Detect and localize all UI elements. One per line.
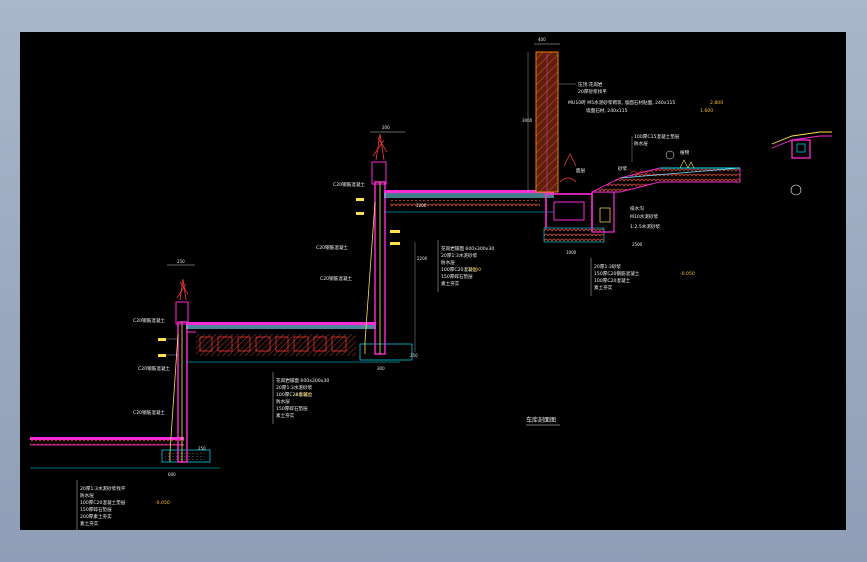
cad-model-viewport[interactable]: 150 250 600 C20钢筋混凝土 C20钢筋混凝土 C20钢筋混凝土 2… <box>20 32 846 530</box>
detail-marker <box>790 184 802 196</box>
dim-lower-footing: 250 <box>198 446 206 451</box>
section-drawing: 150 250 600 C20钢筋混凝土 C20钢筋混凝土 C20钢筋混凝土 2… <box>30 37 832 530</box>
svg-text:花岗岩铺面 600x300x30: 花岗岩铺面 600x300x30 <box>441 245 494 252</box>
svg-text:100厚C20混凝土: 100厚C20混凝土 <box>594 277 631 284</box>
upper-paving <box>384 190 554 193</box>
dim-middle-wall-height: 2200 <box>417 256 428 261</box>
note-middle-left-top: C20钢筋混凝土 <box>333 181 365 188</box>
edge-detail <box>771 131 832 196</box>
svg-text:素土夯实: 素土夯实 <box>441 280 460 287</box>
svg-text:150厚碎石垫层: 150厚碎石垫层 <box>80 506 112 513</box>
note-lower-left-bot: C20钢筋混凝土 <box>133 409 165 416</box>
svg-text:20厚1:3水泥砂浆: 20厚1:3水泥砂浆 <box>276 384 313 391</box>
svg-text:素土夯实: 素土夯实 <box>80 520 99 527</box>
drawing-title: 车库剖面图 <box>526 416 556 424</box>
svg-text:200厚素土夯实: 200厚素土夯实 <box>80 513 112 520</box>
upper-gravel-base <box>390 200 540 208</box>
dim-drain-step: 2500 <box>632 242 643 247</box>
upper-stack-notes: 20厚1:3砂浆 150厚C20钢筋混凝土 100厚C20混凝土 素土夯实 -0… <box>594 263 695 291</box>
svg-text:100厚C20混凝土: 100厚C20混凝土 <box>276 391 313 398</box>
dim-upper-gap: 1200 <box>416 203 427 208</box>
svg-text:1.600: 1.600 <box>700 108 713 114</box>
note-lower-left-top: C20钢筋混凝土 <box>133 317 165 324</box>
lower-level-section: 150 250 600 C20钢筋混凝土 C20钢筋混凝土 C20钢筋混凝土 2… <box>30 259 220 530</box>
note-lower-left-mid: C20钢筋混凝土 <box>138 365 170 372</box>
right-notes: 100厚C15混凝土垫层 防水层 面层 砂浆 排水沟 M10水泥砂浆 1:2.5… <box>576 133 680 230</box>
svg-text:防水层: 防水层 <box>80 492 94 499</box>
svg-text:±0.000: ±0.000 <box>295 392 312 398</box>
dim-lower-top: 150 <box>177 259 185 264</box>
dim-brick-wall-width: 400 <box>538 37 546 42</box>
lower-retaining-wall <box>177 321 188 463</box>
brick-wall-notes: 压顶:花岗岩 20厚砂浆找平 MU10砖 M5水泥砂浆砌筑, 墙面石材贴面, 2… <box>558 81 723 114</box>
svg-text:20厚1:3水泥砂浆: 20厚1:3水泥砂浆 <box>441 252 478 259</box>
middle-paving <box>186 322 376 325</box>
lower-gravel-base <box>30 440 184 445</box>
note-middle-left-bot: C20钢筋混凝土 <box>320 275 352 282</box>
dim-lower-base: 600 <box>168 472 176 477</box>
svg-text:20厚1:3砂浆: 20厚1:3砂浆 <box>594 263 621 270</box>
lower-paving <box>30 437 184 440</box>
svg-text:M10水泥砂浆: M10水泥砂浆 <box>630 213 659 220</box>
svg-text:100厚C20混凝土垫层: 100厚C20混凝土垫层 <box>80 499 126 506</box>
svg-text:100厚C15混凝土垫层: 100厚C15混凝土垫层 <box>634 133 680 140</box>
middle-level-section: 200 300 350 2200 C20钢筋混凝土 C20钢筋混凝土 C20钢筋… <box>186 125 428 424</box>
svg-text:150厚C20钢筋混凝土: 150厚C20钢筋混凝土 <box>594 270 640 277</box>
upper-level-section: 400 3000 压顶:花岗岩 20厚砂浆找平 MU10砖 M5水泥砂浆砌筑, … <box>384 37 741 296</box>
svg-text:面层: 面层 <box>576 168 586 174</box>
svg-text:排水沟: 排水沟 <box>630 205 644 212</box>
svg-text:防水层: 防水层 <box>634 140 648 147</box>
dim-middle-base: 300 <box>377 366 385 371</box>
svg-text:-0.050: -0.050 <box>680 271 695 277</box>
lower-stack-notes: 20厚1:3水泥砂浆找平 防水层 100厚C20混凝土垫层 150厚碎石垫层 2… <box>80 485 170 527</box>
svg-text:MU10砖 M5水泥砂浆砌筑, 墙面石材贴面, 240x11: MU10砖 M5水泥砂浆砌筑, 墙面石材贴面, 240x115 <box>568 99 675 106</box>
svg-text:1.600: 1.600 <box>468 267 481 273</box>
svg-text:100厚C20混凝土: 100厚C20混凝土 <box>441 266 478 273</box>
svg-text:砂浆: 砂浆 <box>618 165 628 172</box>
dim-brick-wall-height: 3000 <box>522 118 533 123</box>
note-plant: 植物 <box>680 149 690 156</box>
svg-text:20厚1:3水泥砂浆找平: 20厚1:3水泥砂浆找平 <box>80 485 126 492</box>
svg-text:20厚砂浆找平: 20厚砂浆找平 <box>578 88 607 95</box>
svg-text:-0.050: -0.050 <box>155 500 170 506</box>
svg-text:素土夯实: 素土夯实 <box>594 284 613 291</box>
svg-text:防水层: 防水层 <box>276 398 290 405</box>
svg-text:150厚碎石垫层: 150厚碎石垫层 <box>441 273 473 280</box>
svg-text:墙面石材, 240x115: 墙面石材, 240x115 <box>586 107 628 114</box>
planted-slope <box>591 167 741 193</box>
dim-drain-width: 1000 <box>566 250 577 255</box>
upper-mid-stack-notes: 花岗岩铺面 600x300x30 20厚1:3水泥砂浆 防水层 100厚C20混… <box>441 245 494 287</box>
dim-middle-footing: 350 <box>410 353 418 358</box>
svg-text:1:2.5水泥砂浆: 1:2.5水泥砂浆 <box>630 223 661 230</box>
svg-text:防水层: 防水层 <box>441 259 455 266</box>
svg-text:花岗岩铺面 600x300x30: 花岗岩铺面 600x300x30 <box>276 377 329 384</box>
note-middle-left-mid: C20钢筋混凝土 <box>316 244 348 251</box>
svg-text:压顶:花岗岩: 压顶:花岗岩 <box>578 81 603 88</box>
plant-symbol <box>179 278 187 301</box>
svg-text:150厚碎石垫层: 150厚碎石垫层 <box>276 405 308 412</box>
svg-text:2.800: 2.800 <box>710 100 723 106</box>
dim-middle-top: 200 <box>382 125 390 130</box>
middle-stack-notes: 花岗岩铺面 600x300x30 20厚1:3水泥砂浆 100厚C20混凝土 防… <box>276 377 329 419</box>
svg-text:素土夯实: 素土夯实 <box>276 412 295 419</box>
plant-symbol <box>375 133 385 161</box>
